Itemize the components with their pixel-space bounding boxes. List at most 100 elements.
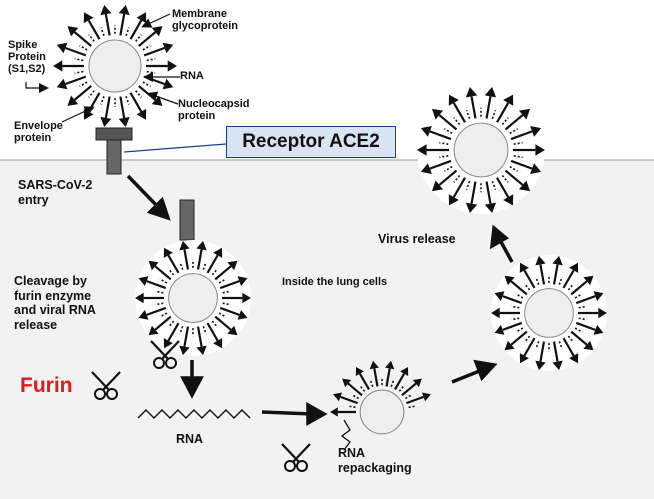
arrow-release-head xyxy=(180,376,204,399)
spike-head xyxy=(385,360,395,370)
spike-protein xyxy=(539,264,546,285)
spike-head xyxy=(431,108,444,120)
membrane-glycoprotein xyxy=(74,58,84,62)
spike-protein xyxy=(73,85,92,101)
membrane-glycoprotein xyxy=(167,320,175,328)
membrane-glycoprotein xyxy=(100,96,105,105)
spike-head xyxy=(227,325,238,336)
spike-head xyxy=(100,4,112,16)
virus-entering xyxy=(135,240,251,356)
spike-protein xyxy=(539,341,546,362)
virus-particle xyxy=(417,86,545,214)
spike-protein xyxy=(206,322,219,342)
membrane-glycoprotein xyxy=(88,90,95,98)
spike-head xyxy=(148,325,159,336)
spike-head xyxy=(196,240,207,251)
spike-head xyxy=(56,42,68,54)
label-envelope: Envelope protein xyxy=(14,120,63,144)
membrane-glycoprotein xyxy=(369,379,374,387)
spike-protein xyxy=(183,326,190,347)
membrane-glycoprotein xyxy=(146,58,156,62)
virus-assembled xyxy=(491,255,607,371)
spike-head xyxy=(342,378,352,388)
spike-head xyxy=(552,255,563,266)
membrane-glycoprotein xyxy=(222,302,231,306)
spike-protein xyxy=(510,130,533,141)
label-nucleocapsid: Nucleocapsid protein xyxy=(178,98,250,122)
spike-protein xyxy=(570,280,588,296)
spike-protein xyxy=(523,337,536,357)
spike-protein xyxy=(452,102,466,123)
spike-head xyxy=(484,86,497,98)
spike-protein xyxy=(143,46,165,57)
spike-head xyxy=(465,202,478,214)
spike-protein xyxy=(496,102,510,123)
spike-protein xyxy=(196,249,203,270)
membrane-glycoprotein xyxy=(179,261,184,270)
spike-head xyxy=(494,324,505,335)
spike-head xyxy=(448,94,459,106)
spike-head xyxy=(242,292,251,304)
scissors-icon xyxy=(281,443,311,472)
membrane-glycoprotein xyxy=(390,379,395,387)
spike-head xyxy=(504,340,515,351)
spike-head xyxy=(118,4,130,16)
ace2-receptor-shape xyxy=(106,139,122,175)
membrane-glycoprotein xyxy=(511,317,520,321)
spike-head xyxy=(138,276,149,287)
spike-protein xyxy=(214,265,232,281)
spike-head xyxy=(535,144,545,156)
spike-head xyxy=(167,60,177,72)
ace2-receptor-head xyxy=(95,127,133,141)
spike-head xyxy=(118,116,130,128)
spike-head xyxy=(67,95,79,106)
membrane-glycoprotein xyxy=(439,154,449,159)
label-membrane-glycoprotein: Membrane glycoprotein xyxy=(172,8,239,32)
membrane-glycoprotein xyxy=(574,327,583,333)
label-rna-repackaging: RNA repackaging xyxy=(338,446,412,475)
arrow-to-repackaging xyxy=(261,410,313,416)
membrane-glycoprotein xyxy=(142,44,151,51)
spike-head xyxy=(519,353,529,364)
spike-head xyxy=(484,202,497,214)
membrane-glycoprotein xyxy=(222,290,231,294)
membrane-glycoprotein xyxy=(465,110,471,120)
spike-head xyxy=(53,60,63,72)
spike-head xyxy=(448,194,459,206)
membrane-glycoprotein xyxy=(511,305,520,309)
virus-repackaging xyxy=(330,360,431,435)
membrane-glycoprotein xyxy=(79,44,88,51)
virus-top xyxy=(53,4,177,128)
spike-protein xyxy=(496,177,510,198)
spike-protein xyxy=(562,337,575,357)
membrane-glycoprotein xyxy=(465,180,471,190)
membrane-glycoprotein xyxy=(179,326,184,335)
spike-head xyxy=(530,163,542,175)
spike-protein xyxy=(429,130,452,141)
virus-particle-partial xyxy=(330,360,431,435)
process-arrows xyxy=(126,174,514,426)
spike-protein xyxy=(87,19,101,40)
membrane-glycoprotein xyxy=(142,81,151,88)
membrane-glycoprotein xyxy=(453,174,461,183)
membrane-glycoprotein xyxy=(211,320,219,328)
spike-protein xyxy=(575,295,596,305)
membrane-glycoprotein xyxy=(567,283,575,291)
spike-head xyxy=(420,163,432,175)
spike-protein xyxy=(73,31,92,47)
spike-protein xyxy=(154,265,172,281)
virus-particle xyxy=(135,240,251,356)
spike-protein xyxy=(485,96,492,119)
spike-head xyxy=(569,262,579,273)
spike-head xyxy=(138,309,149,320)
membrane-glycoprotein xyxy=(159,278,168,284)
spike-protein xyxy=(119,96,126,119)
membrane-glycoprotein xyxy=(535,341,540,350)
membrane-glycoprotein xyxy=(509,128,518,135)
virus-particle xyxy=(53,4,177,128)
spike-head xyxy=(67,26,79,37)
spike-protein xyxy=(502,295,523,305)
membrane-glycoprotein xyxy=(211,268,219,276)
membrane-glycoprotein xyxy=(88,34,95,42)
